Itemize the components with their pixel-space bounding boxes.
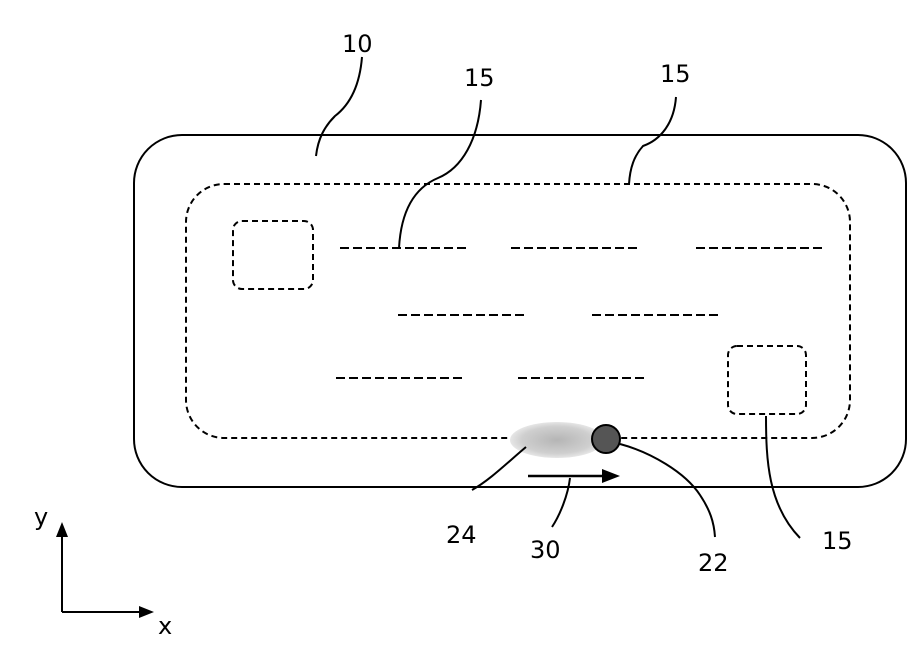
label-30: 30 xyxy=(530,536,561,564)
label-15-bottom-right: 15 xyxy=(822,527,853,555)
axis-y-icon xyxy=(56,522,68,612)
dashed-segments xyxy=(336,248,825,378)
leader-line-15-a xyxy=(399,100,481,248)
dashed-square-top-left xyxy=(233,221,313,289)
label-22: 22 xyxy=(698,549,729,577)
label-24: 24 xyxy=(446,521,477,549)
leader-line-15-b xyxy=(629,97,676,184)
leader-line-30 xyxy=(552,478,570,527)
label-15-top-right: 15 xyxy=(660,60,691,88)
axis-x-label: x xyxy=(158,612,172,640)
trail-smear xyxy=(510,422,604,458)
leader-line-15-c xyxy=(766,416,800,538)
leader-line-24 xyxy=(472,447,526,490)
label-10: 10 xyxy=(342,30,373,58)
cursor-dot xyxy=(592,425,620,453)
motion-arrow-icon xyxy=(528,469,620,483)
dashed-boundary xyxy=(186,184,850,438)
leader-line-10 xyxy=(316,57,362,156)
label-15-top-left: 15 xyxy=(464,64,495,92)
dashed-square-bottom-right xyxy=(728,346,806,414)
leader-line-22 xyxy=(620,444,715,537)
axis-y-label: y xyxy=(34,503,48,531)
axis-x-icon xyxy=(62,606,154,618)
